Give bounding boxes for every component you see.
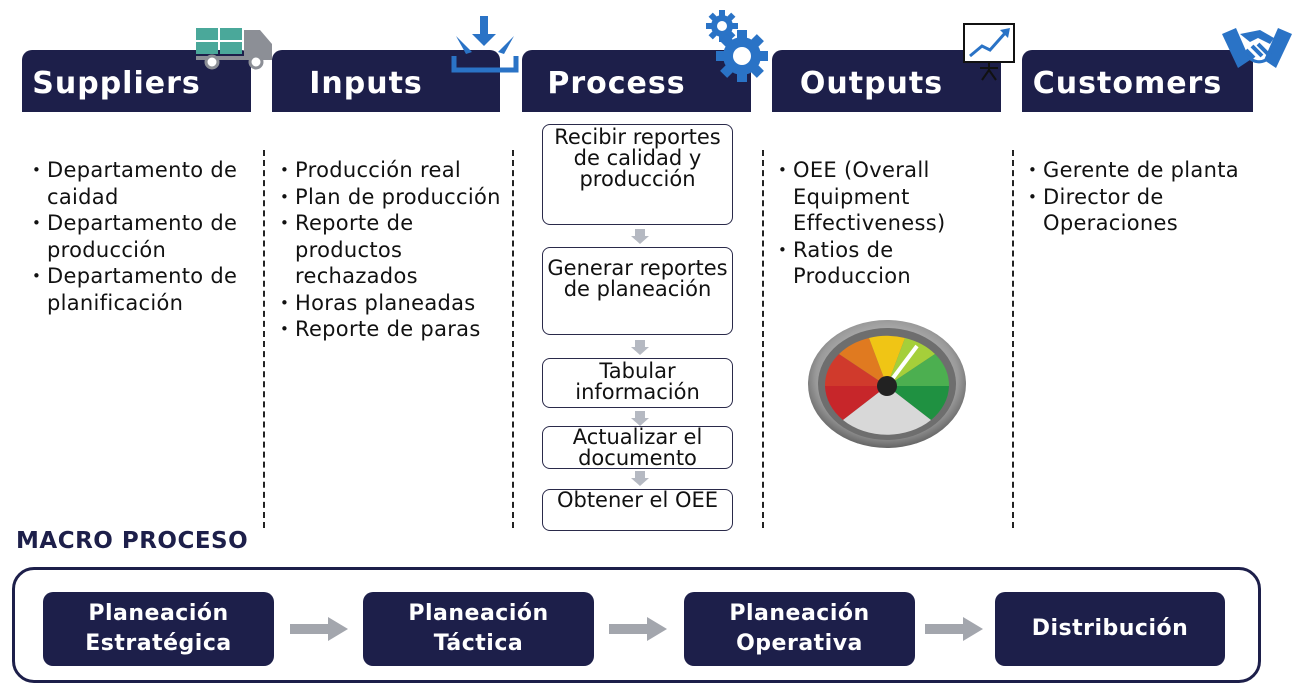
outputs-title: Outputs bbox=[799, 66, 944, 101]
divider-2 bbox=[512, 150, 514, 528]
handshake-icon bbox=[1222, 28, 1292, 68]
presentation-chart-icon bbox=[963, 23, 1015, 81]
divider-3 bbox=[762, 150, 764, 528]
list-item: Ratios de Produccion bbox=[776, 237, 996, 290]
arrow-down-icon bbox=[631, 411, 649, 426]
arrow-right-icon bbox=[925, 617, 983, 641]
list-item: Producción real bbox=[278, 157, 508, 184]
outputs-list: OEE (Overall Equipment Effectiveness) Ra… bbox=[776, 157, 996, 290]
arrow-down-icon bbox=[631, 340, 649, 355]
inputs-list: Producción real Plan de producción Repor… bbox=[278, 157, 508, 343]
customers-title: Customers bbox=[1032, 66, 1223, 101]
process-step-4: Actualizar el documento bbox=[542, 426, 733, 469]
arrow-down-icon bbox=[631, 471, 649, 486]
list-item: Director de Operaciones bbox=[1026, 184, 1246, 237]
macro-step-2: Planeación Táctica bbox=[363, 592, 594, 666]
customers-list: Gerente de planta Director de Operacione… bbox=[1026, 157, 1246, 237]
list-item: OEE (Overall Equipment Effectiveness) bbox=[776, 157, 996, 237]
list-item: Departamento de caidad bbox=[30, 157, 260, 210]
process-header: Process bbox=[522, 50, 751, 112]
list-item: Gerente de planta bbox=[1026, 157, 1246, 184]
divider-4 bbox=[1012, 150, 1014, 528]
speedometer-gauge-icon bbox=[808, 320, 966, 448]
list-item: Departamento de producción bbox=[30, 210, 260, 263]
list-item: Reporte de paras bbox=[278, 316, 508, 343]
macro-step-4: Distribución bbox=[995, 592, 1225, 666]
list-item: Departamento de planificación bbox=[30, 263, 260, 316]
arrow-right-icon bbox=[290, 617, 348, 641]
process-title: Process bbox=[547, 66, 686, 101]
inputs-header: Inputs bbox=[272, 50, 500, 112]
inputs-title: Inputs bbox=[309, 66, 423, 101]
arrow-right-icon bbox=[609, 617, 667, 641]
macro-frame bbox=[12, 567, 1261, 683]
list-item: Plan de producción bbox=[278, 184, 508, 211]
process-step-2: Generar reportes de planeación bbox=[542, 247, 733, 335]
macro-step-1: Planeación Estratégica bbox=[43, 592, 274, 666]
arrow-down-icon bbox=[631, 229, 649, 244]
process-step-3: Tabular información bbox=[542, 358, 733, 408]
download-tray-icon bbox=[451, 16, 519, 73]
macro-title: MACRO PROCESO bbox=[16, 528, 249, 554]
macro-step-3: Planeación Operativa bbox=[684, 592, 915, 666]
truck-icon bbox=[196, 28, 272, 70]
customers-header: Customers bbox=[1022, 50, 1253, 112]
suppliers-title: Suppliers bbox=[32, 66, 201, 101]
outputs-header: Outputs bbox=[772, 50, 1001, 112]
list-item: Reporte de productos rechazados bbox=[278, 210, 508, 290]
divider-1 bbox=[263, 150, 265, 528]
suppliers-list: Departamento de caidad Departamento de p… bbox=[30, 157, 260, 316]
list-item: Horas planeadas bbox=[278, 290, 508, 317]
process-step-1: Recibir reportes de calidad y producción bbox=[542, 124, 733, 225]
gears-icon bbox=[706, 10, 768, 82]
process-step-5: Obtener el OEE bbox=[542, 489, 733, 531]
